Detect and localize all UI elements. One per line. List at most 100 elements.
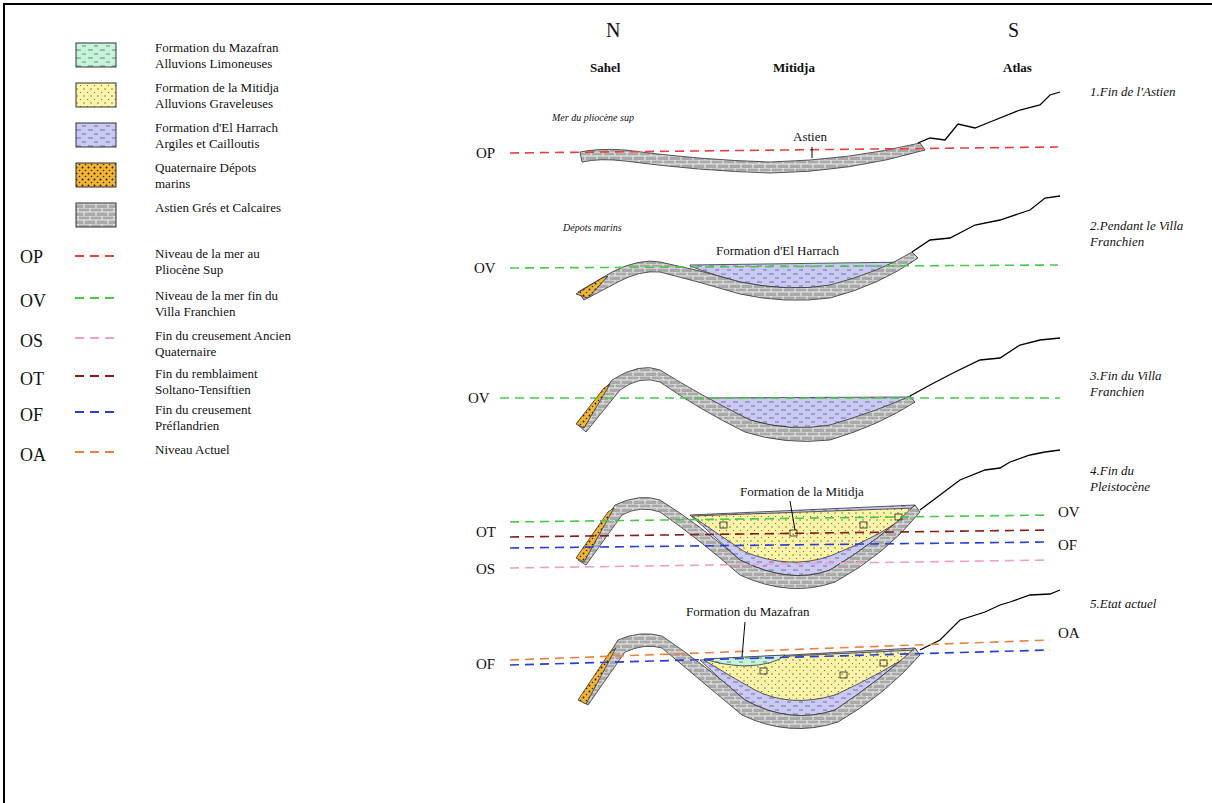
layer-pattern [578,648,616,704]
legend-line [75,297,115,299]
section-label: OF [476,655,495,673]
legend-symbol: OF [20,404,43,426]
legend-text: Astien Grés et Calcaires [155,200,295,216]
layer-shape [578,497,920,588]
legend-sample [75,160,125,190]
legend-text: Fin du remblaiment Soltano-Tensiftien [155,366,295,398]
pebble [860,522,867,528]
legend-swatch [76,123,116,147]
section-label: 1.Fin de l'Astien [1090,84,1175,100]
section-label: Formation du Mazafran [686,604,809,620]
legend-pattern [76,123,116,147]
layer-shape [704,655,785,666]
layer-shape [580,143,925,173]
layer-fill [578,368,915,442]
legend-sample [75,442,125,472]
section-label: OP [476,144,495,162]
legend-sample [75,40,125,70]
legend-swatch [76,43,116,67]
legend-pattern [76,203,116,227]
legend-sample [75,120,125,150]
legend-text: Formation d'El Harrach Argiles et Caillo… [155,120,295,152]
layer-shape [576,384,610,428]
legend-pattern [76,163,116,187]
legend-pattern [76,43,116,67]
layer-pattern [578,368,915,442]
layer-shape [578,648,616,704]
legend-text: Fin du creusement Ancien Quaternaire [155,328,295,360]
section-label: 4.Fin du Pleistocène [1090,463,1182,495]
legend-line [75,451,115,453]
legend-text: Quaternaire Dépots marins [155,160,295,192]
layer-pattern [578,497,920,588]
legend-symbol: OT [20,368,44,390]
layer-pattern [704,655,785,666]
section-label: OS [476,560,495,578]
section-label: Mitidja [773,60,815,76]
layer-fill [704,655,785,666]
section-label: OV [1058,503,1080,521]
section-label: Mer du pliocène sup [552,112,634,124]
layer-fill [580,634,920,729]
relief-lines [910,92,1060,650]
legend-sample [75,80,125,110]
legend-line [75,255,115,257]
pebble [880,660,887,666]
layer-pattern [576,276,608,298]
section-label: OV [468,389,490,407]
legend-text: Formation du Mazafran Alluvions Limoneus… [155,40,295,72]
legend-sample [75,366,125,396]
section-label: S [1008,18,1019,42]
layer-fill [576,384,610,428]
legend-text: Niveau de la mer au Pliocène Sup [155,246,295,278]
legend-symbol: OP [20,246,43,268]
legend-text: Fin du creusement Préflandrien [155,402,295,434]
layer-fill [580,143,925,173]
legend-swatch [76,163,116,187]
legend-sample [75,200,125,230]
pebble [720,522,727,528]
legend-text: Niveau Actuel [155,442,295,458]
layer-pattern [580,634,920,729]
section-label: OV [474,259,496,277]
section-label: OF [1058,536,1077,554]
layer-shape [576,276,608,298]
section-label: N [606,18,620,42]
legend-line [75,337,115,339]
section-label: Dépots marins [563,222,622,234]
legend-symbol: OS [20,330,43,352]
sea-level-lines [500,147,1060,665]
layer-fill [578,252,918,300]
layer-fill [578,497,920,588]
leader-lines [742,147,812,657]
legend-line [75,375,115,377]
layer-pattern [576,384,610,428]
section-label: Sahel [590,60,620,76]
layer-shape [578,368,915,442]
legend-sample [75,246,125,276]
legend-sample [75,328,125,358]
pebble [760,668,767,674]
section-label: Formation de la Mitidja [740,484,864,500]
legend-line [75,411,115,413]
legend-pattern [76,83,116,107]
legend-text: Niveau de la mer fin du Villa Franchien [155,288,295,320]
layer-pattern [580,143,925,173]
section-label: Formation d'El Harrach [716,243,839,259]
geology-layers [576,143,925,729]
layer-pattern [578,252,918,300]
frame [4,4,1212,803]
section-label: 2.Pendant le Villa Franchien [1090,218,1186,250]
legend-swatch [76,83,116,107]
legend-symbol: OA [20,444,46,466]
legend-swatch [76,203,116,227]
section-label: OA [1058,624,1080,642]
legend-sample [75,402,125,432]
section-label: OT [476,523,496,541]
section-label: Astien [793,129,827,145]
layer-shape [578,252,918,300]
legend-symbol: OV [20,290,46,312]
section-label: Atlas [1003,60,1032,76]
layer-fill [576,276,608,298]
